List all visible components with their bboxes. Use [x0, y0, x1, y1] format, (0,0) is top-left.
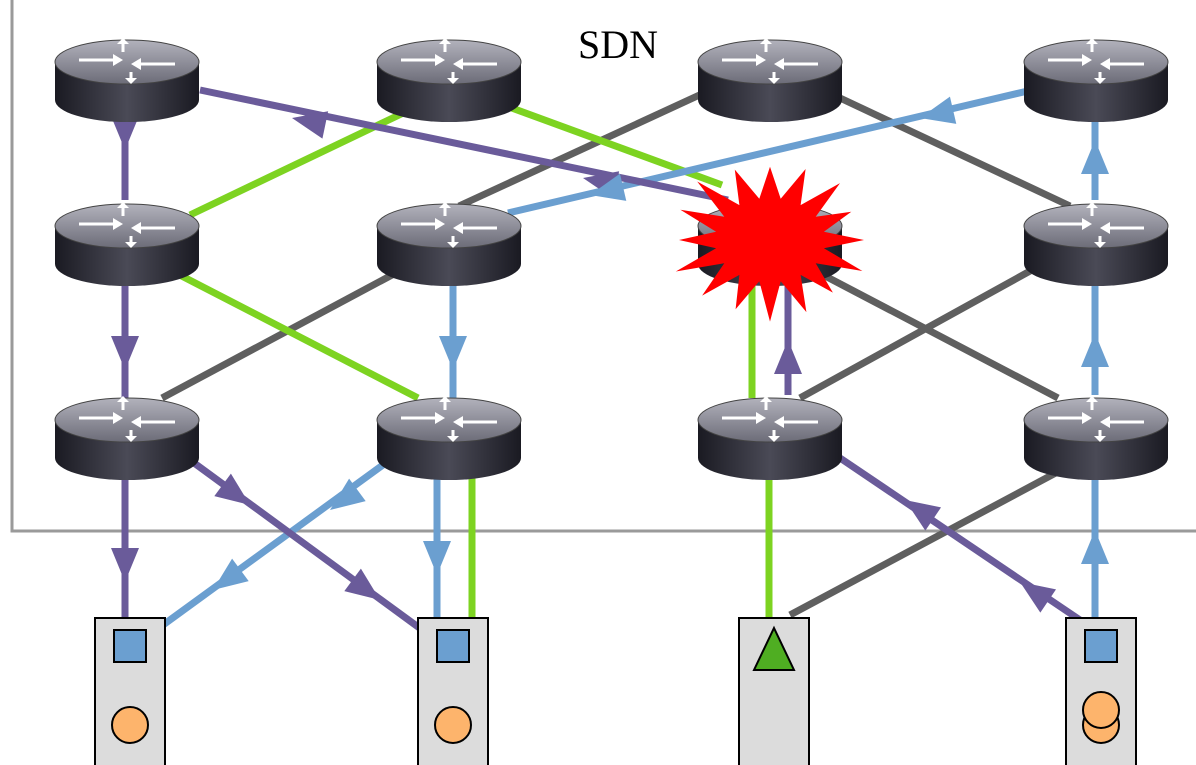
arrows-layer: [111, 96, 1109, 613]
purple-flow-arrow: [774, 340, 802, 374]
host-device: [417, 617, 489, 765]
gray-link: [457, 76, 734, 210]
router-icon: [376, 396, 522, 480]
router-icon: [1023, 38, 1169, 122]
square-icon: [1084, 629, 1118, 663]
routers-layer: [54, 38, 1169, 480]
router-icon: [1023, 202, 1169, 286]
blue-flow-arrow: [920, 96, 957, 124]
hosts-layer: [94, 617, 1137, 765]
triangle-icon: [752, 625, 796, 671]
green-link: [168, 266, 420, 402]
router-icon: [376, 38, 522, 122]
purple-flow-arrow: [1020, 582, 1057, 613]
blue-flow-arrow: [439, 336, 467, 370]
circle-icon: [434, 706, 472, 744]
blue-flow-arrow: [1081, 530, 1109, 564]
green-link: [188, 101, 422, 219]
sdn-domain-box: [10, 0, 1196, 533]
host-device: [94, 617, 166, 765]
failure-layer: [675, 166, 864, 322]
host-device: [738, 617, 810, 765]
gray-link: [804, 262, 1060, 402]
blue-flow-arrow: [213, 558, 249, 590]
square-icon: [113, 629, 147, 663]
gray-link: [788, 456, 1082, 619]
blue-flow-arrow: [423, 541, 451, 575]
router-icon: [376, 202, 522, 286]
gray-link: [804, 78, 1072, 210]
purple-link: [199, 86, 729, 204]
failure-burst-icon: [675, 166, 864, 322]
circle-icon: [111, 706, 149, 744]
purple-flow-arrow: [111, 336, 139, 370]
purple-flow-arrow: [111, 116, 139, 150]
sdn-label: SDN: [578, 22, 658, 67]
circle-icon: [1082, 691, 1120, 729]
blue-flow-arrow: [1081, 140, 1109, 174]
purple-flow-arrow: [905, 500, 942, 531]
blue-flow-arrow: [330, 478, 366, 510]
router-icon: [54, 38, 200, 122]
router-icon: [697, 38, 843, 122]
links-layer: [121, 76, 1099, 635]
gray-link: [798, 256, 1052, 402]
blue-flow-arrow: [590, 173, 627, 201]
router-icon: [54, 396, 200, 480]
router-icon: [697, 396, 843, 480]
host-device: [1065, 617, 1137, 765]
router-icon: [1023, 396, 1169, 480]
blue-flow-arrow: [1081, 333, 1109, 367]
router-icon: [54, 202, 200, 286]
purple-flow-arrow: [111, 548, 139, 582]
purple-flow-arrow: [214, 473, 250, 505]
square-icon: [436, 629, 470, 663]
purple-flow-arrow: [344, 568, 380, 600]
purple-flow-arrow: [292, 111, 329, 139]
